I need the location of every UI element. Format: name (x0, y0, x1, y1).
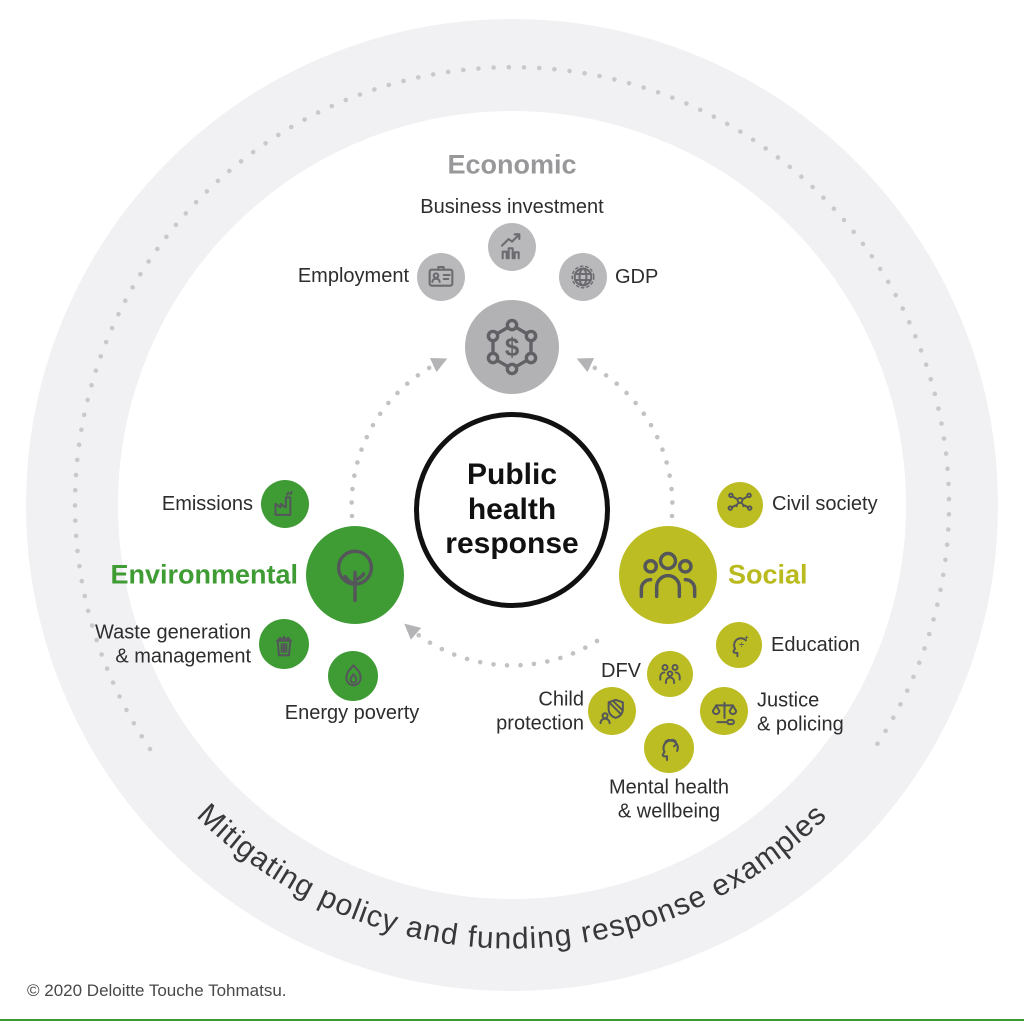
education-head-icon: ÷ + (732, 635, 749, 658)
network-people-icon (727, 492, 753, 511)
flow-arrow-social-to-economic (576, 357, 675, 519)
label-emissions: Emissions (161, 493, 253, 516)
id-badge-icon (428, 265, 454, 287)
employment-circle (417, 253, 465, 301)
hexagon-dollar-icon: $ (486, 318, 538, 376)
svg-text:$: $ (505, 334, 519, 362)
tree-icon (336, 549, 374, 603)
shield-person-icon (599, 698, 624, 724)
label-justice-policing: Justice & policing (757, 689, 844, 735)
label-energy-poverty: Energy poverty (284, 702, 420, 725)
education-circle: ÷ + (716, 622, 762, 668)
label-waste-generation: Waste generation & management (94, 621, 251, 667)
label-business-investment: Business investment (420, 196, 604, 219)
dotted-ring (72, 64, 952, 752)
outer-ring (26, 19, 998, 991)
environmental-hub-circle (306, 526, 404, 624)
public-health-response-circle: Public health response (414, 412, 610, 608)
label-civil-society: Civil society (772, 493, 878, 516)
mind-head-icon (661, 738, 679, 762)
svg-text:+: + (744, 635, 748, 642)
waste-bin-icon (275, 635, 293, 657)
label-child-protection: Child protection (496, 688, 584, 734)
label-education: Education (771, 634, 860, 657)
factory-icon (273, 490, 293, 516)
scales-icon (711, 701, 737, 725)
brand-accent-line (0, 1019, 1024, 1021)
label-employment: Employment (297, 265, 409, 288)
globe-icon (571, 265, 595, 289)
mental-health-circle (644, 723, 694, 773)
family-icon (659, 663, 681, 685)
civil-society-circle (717, 482, 763, 528)
waste-circle (259, 619, 309, 669)
dfv-circle (647, 651, 693, 697)
copyright-text: © 2020 Deloitte Touche Tohmatsu. (27, 981, 287, 1000)
center-label: Public health response (445, 458, 579, 561)
social-title: Social (728, 559, 808, 590)
flow-arrow-environmental-to-economic (349, 357, 448, 519)
label-gdp: GDP (615, 266, 659, 289)
flame-icon (344, 663, 362, 686)
label-dfv: DFV (601, 660, 641, 683)
energy-poverty-circle (328, 651, 378, 701)
environmental-title: Environmental (110, 559, 298, 590)
emissions-circle (261, 480, 309, 528)
chart-growth-icon (500, 233, 521, 260)
justice-policing-circle (700, 687, 748, 735)
social-hub-circle (619, 526, 717, 624)
people-group-icon (639, 551, 697, 599)
business-investment-circle (488, 223, 536, 271)
economic-title: Economic (447, 149, 577, 180)
flow-arrow-social-to-environmental (404, 623, 600, 668)
child-protection-circle (588, 687, 636, 735)
svg-text:÷: ÷ (739, 640, 744, 650)
label-mental-health: Mental health & wellbeing (608, 776, 730, 822)
gdp-circle (559, 253, 607, 301)
economic-hub-circle: $ (465, 300, 559, 394)
